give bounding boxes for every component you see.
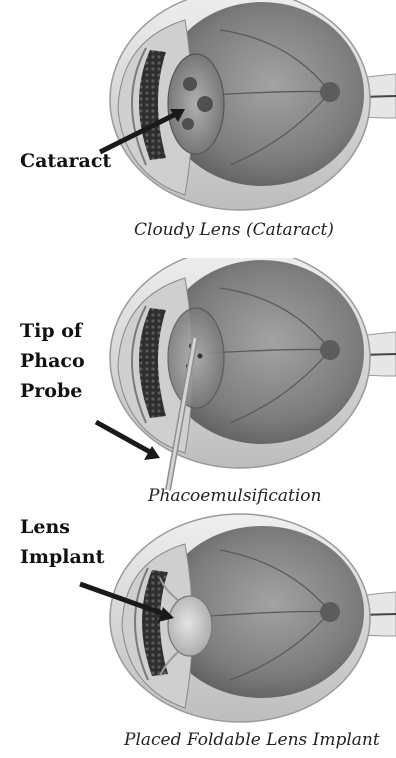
eye-cross-section xyxy=(110,0,396,210)
eye-cross-section xyxy=(110,514,396,722)
panel-cataract: Cataract Cloudy Lens (Cataract) xyxy=(0,0,396,250)
panel-phaco: Tip of Phaco Probe Phacoemulsification xyxy=(0,258,396,508)
eye-cross-section xyxy=(110,258,396,468)
eye-diagram-cataract xyxy=(0,0,396,250)
caption-phaco: Phacoemulsification xyxy=(148,486,321,506)
lens-implant xyxy=(168,596,212,656)
label-cataract: Cataract xyxy=(20,146,111,176)
emulsifying-lens xyxy=(168,308,224,408)
caption-cloudy-lens: Cloudy Lens (Cataract) xyxy=(134,220,334,240)
label-phaco-probe: Tip of Phaco Probe xyxy=(20,316,85,406)
cloudy-lens xyxy=(168,54,224,154)
caption-implant: Placed Foldable Lens Implant xyxy=(124,730,380,750)
panel-implant: Lens Implant Placed Foldable Lens Implan… xyxy=(0,508,396,758)
label-lens-implant: Lens Implant xyxy=(20,512,104,572)
